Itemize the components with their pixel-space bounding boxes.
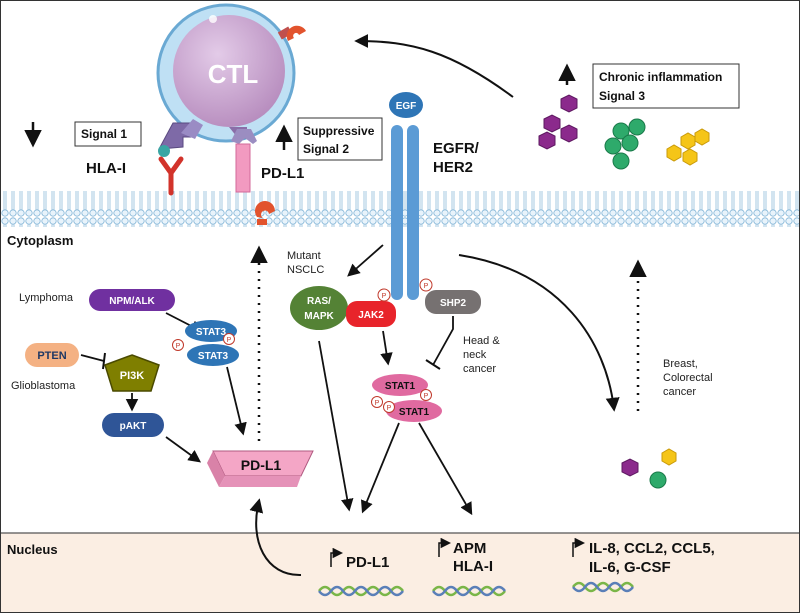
gene-cytokines: IL-8, CCL2, CCL5, IL-6, G-CSF bbox=[572, 537, 715, 576]
nucleus-label: Nucleus bbox=[7, 542, 58, 557]
signal2-line1: Suppressive bbox=[303, 124, 375, 138]
svg-text:STAT3: STAT3 bbox=[196, 327, 227, 338]
egf-ligand-icon: EGF bbox=[389, 92, 423, 118]
dna-icon bbox=[572, 581, 634, 593]
stat3-dimer-node: STAT3 STAT3 P P bbox=[172, 320, 239, 366]
ras-mapk-node bbox=[290, 286, 348, 330]
svg-text:PTEN: PTEN bbox=[37, 350, 66, 362]
egfr-label-line1: EGFR/ bbox=[433, 140, 480, 157]
hla-i-label: HLA-I bbox=[86, 160, 126, 177]
mutant-label-line2: NSCLC bbox=[287, 264, 324, 276]
pdl1-protein-node: PD-L1 bbox=[207, 450, 314, 487]
svg-text:JAK2: JAK2 bbox=[358, 310, 384, 321]
svg-text:P: P bbox=[424, 283, 429, 290]
svg-text:P: P bbox=[375, 400, 380, 407]
cytokine-to-ctl-arrow bbox=[354, 34, 514, 98]
breast-line2: Colorectal bbox=[663, 372, 713, 384]
svg-text:P: P bbox=[176, 343, 181, 350]
phospho-icon bbox=[377, 288, 391, 302]
signal3-line2: Signal 3 bbox=[599, 89, 645, 103]
ctl-cell: CTL bbox=[156, 3, 296, 143]
ctl-label: CTL bbox=[208, 59, 259, 89]
svg-text:NPM/ALK: NPM/ALK bbox=[109, 296, 155, 307]
egfr-receptor-icon bbox=[391, 125, 419, 300]
svg-text:STAT1: STAT1 bbox=[399, 407, 430, 418]
egfr-label-line2: HER2 bbox=[433, 159, 473, 176]
svg-text:PD-L1: PD-L1 bbox=[241, 457, 282, 473]
pd1-pdl1-complex-icon bbox=[229, 127, 257, 193]
pdl1-label: PD-L1 bbox=[261, 165, 304, 182]
dna-icon bbox=[432, 585, 506, 597]
svg-text:PD-L1: PD-L1 bbox=[346, 554, 389, 571]
cytokines-intracellular-icon bbox=[621, 448, 677, 489]
svg-text:P: P bbox=[382, 293, 387, 300]
svg-text:P: P bbox=[387, 405, 392, 412]
gene-pdl1: PD-L1 bbox=[330, 547, 389, 571]
shp2-inhibition-line bbox=[432, 316, 454, 366]
npm-alk-node bbox=[89, 289, 175, 311]
glioblastoma-label: Glioblastoma bbox=[11, 380, 76, 392]
pdl1-translation-arrow bbox=[249, 498, 302, 577]
svg-text:STAT3: STAT3 bbox=[198, 351, 229, 362]
head-neck-line3: cancer bbox=[463, 363, 496, 375]
svg-text:IL-8, CCL2, CCL5,: IL-8, CCL2, CCL5, bbox=[589, 540, 715, 557]
shp2-node bbox=[425, 290, 481, 314]
breast-line1: Breast, bbox=[663, 358, 698, 370]
pakt-node bbox=[102, 413, 164, 437]
signal3-line1: Chronic inflammation bbox=[599, 70, 722, 84]
hla-i-icon bbox=[158, 145, 184, 196]
svg-text:pAKT: pAKT bbox=[120, 421, 147, 432]
breast-line3: cancer bbox=[663, 386, 696, 398]
signal1-box bbox=[74, 121, 142, 147]
gene-apm: APM HLA-I bbox=[438, 537, 493, 575]
head-neck-line2: neck bbox=[463, 349, 487, 361]
svg-text:RAS/: RAS/ bbox=[307, 296, 331, 307]
pd1-receptor-icon bbox=[277, 25, 306, 41]
signal2-box bbox=[297, 117, 383, 161]
dna-icon bbox=[318, 585, 404, 597]
svg-text:HLA-I: HLA-I bbox=[453, 558, 493, 575]
pi3k-node bbox=[104, 354, 160, 392]
svg-text:PI3K: PI3K bbox=[120, 370, 145, 382]
signal1-label: Signal 1 bbox=[81, 127, 127, 141]
cytoplasm-label: Cytoplasm bbox=[7, 233, 73, 248]
pten-node bbox=[25, 343, 79, 367]
lymphoma-label: Lymphoma bbox=[19, 292, 74, 304]
svg-text:EGF: EGF bbox=[396, 101, 417, 112]
nucleus-region bbox=[1, 533, 799, 612]
pdl1-membrane-icon bbox=[255, 201, 275, 218]
jak2-node bbox=[346, 301, 396, 327]
svg-text:APM: APM bbox=[453, 540, 486, 557]
signal2-line2: Signal 2 bbox=[303, 142, 349, 156]
svg-text:P: P bbox=[424, 393, 429, 400]
stat1-dimer-node: STAT1 STAT1 P P P bbox=[371, 374, 442, 422]
svg-text:MAPK: MAPK bbox=[304, 311, 334, 322]
svg-text:SHP2: SHP2 bbox=[440, 298, 467, 309]
phospho-icon bbox=[419, 278, 433, 292]
egfr-to-cytokine-arrow bbox=[458, 254, 620, 412]
signal3-box bbox=[592, 63, 740, 109]
svg-text:P: P bbox=[227, 337, 232, 344]
svg-text:STAT1: STAT1 bbox=[385, 381, 416, 392]
cytokine-cluster-green-icon bbox=[604, 118, 646, 170]
svg-text:IL-6, G-CSF: IL-6, G-CSF bbox=[589, 559, 671, 576]
cytokine-cluster-yellow-icon bbox=[666, 128, 710, 166]
mutant-label-line1: Mutant bbox=[287, 250, 321, 262]
chemokine-cluster-purple-icon bbox=[538, 94, 578, 150]
head-neck-line1: Head & bbox=[463, 335, 500, 347]
